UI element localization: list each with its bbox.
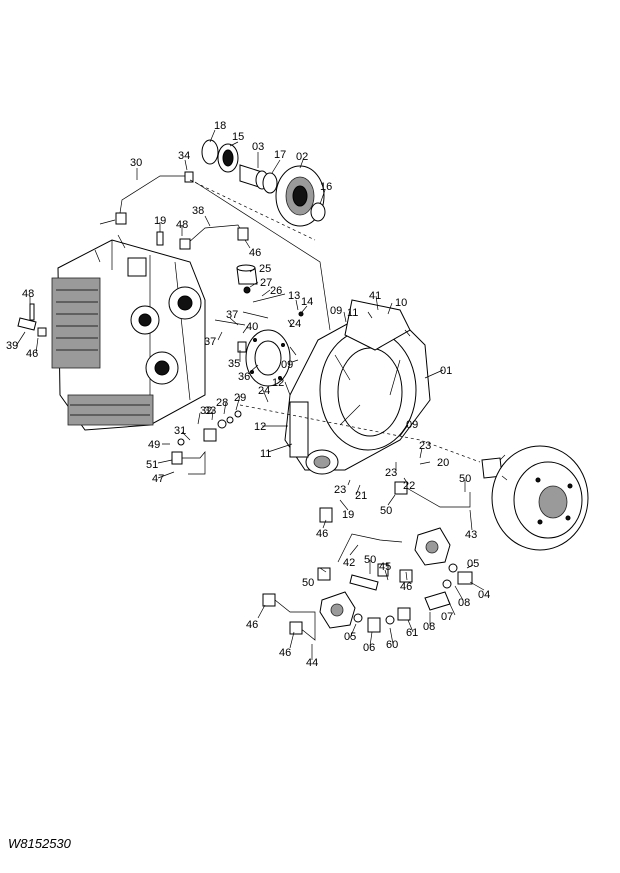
- part-label: 37: [204, 336, 216, 348]
- part-label: 48: [176, 219, 188, 231]
- part-label: 12: [254, 421, 266, 433]
- part-label: 42: [343, 557, 355, 569]
- part-label: 23: [419, 440, 431, 452]
- part-label: 61: [406, 627, 418, 639]
- part-label: 32: [200, 405, 212, 417]
- part-label: 14: [301, 296, 313, 308]
- part-label: 09: [330, 305, 342, 317]
- part-label: 11: [347, 307, 358, 319]
- part-label: 41: [369, 290, 381, 302]
- part-label: 37: [226, 309, 238, 321]
- part-label: 46: [400, 581, 412, 593]
- part-label: 01: [440, 365, 452, 377]
- part-label: 06: [363, 642, 375, 654]
- part-label: 35: [228, 358, 240, 370]
- part-label: 05: [344, 631, 356, 643]
- part-label: 16: [320, 181, 332, 193]
- part-label: 04: [478, 589, 490, 601]
- part-label: 08: [423, 621, 435, 633]
- part-label: 20: [437, 457, 449, 469]
- valve-assemblies: [319, 527, 451, 629]
- part-label: 02: [296, 151, 308, 163]
- pipe-44: [262, 593, 316, 641]
- part-label: 31: [174, 425, 186, 437]
- part-label: 12: [272, 377, 284, 389]
- part-label: 36: [238, 371, 250, 383]
- part-label: 40: [246, 321, 258, 333]
- part-label: 46: [246, 619, 258, 631]
- part-label: 50: [380, 505, 392, 517]
- part-label: 24: [258, 385, 270, 397]
- leader-lines: [15, 129, 485, 660]
- part-label: 19: [342, 509, 354, 521]
- transmission-assembly: [51, 234, 206, 431]
- part-labels: 18 15 03 17 02 16 30 34 19 48 38 46 25 2…: [6, 120, 490, 669]
- part-label: 11: [260, 448, 271, 460]
- part-label: 49: [148, 439, 160, 451]
- part-label: 60: [386, 639, 398, 651]
- gasket-36: [245, 329, 291, 387]
- part-label: 43: [465, 529, 477, 541]
- part-label: 26: [270, 285, 282, 297]
- part-label: 05: [467, 558, 479, 570]
- part-label: 39: [6, 340, 18, 352]
- part-label: 47: [152, 473, 164, 485]
- part-label: 07: [441, 611, 453, 623]
- part-label: 44: [306, 657, 318, 669]
- part-label: 50: [459, 473, 471, 485]
- pipe-43: [394, 481, 471, 508]
- part-label: 10: [395, 297, 407, 309]
- part-label: 23: [385, 467, 397, 479]
- part-label: 13: [288, 290, 300, 302]
- part-label: 50: [364, 554, 376, 566]
- part-label: 45: [379, 561, 391, 573]
- part-label: 46: [316, 528, 328, 540]
- part-label: 08: [458, 597, 470, 609]
- part-label: 30: [130, 157, 142, 169]
- seal-25: [236, 264, 258, 285]
- part-label: 33: [204, 405, 216, 417]
- part-label: 50: [302, 577, 314, 589]
- part-label: 09: [406, 419, 418, 431]
- part-label: 34: [178, 150, 190, 162]
- output-shaft-flange: [481, 445, 589, 551]
- part-label: 38: [192, 205, 204, 217]
- part-label: 23: [334, 484, 346, 496]
- pipe-30: [115, 171, 194, 225]
- part-label: 46: [249, 247, 261, 259]
- part-label: 09: [281, 359, 293, 371]
- part-label: 21: [355, 490, 367, 502]
- pipe-38: [179, 224, 249, 250]
- part-label: 03: [252, 141, 264, 153]
- part-label: 22: [403, 480, 415, 492]
- part-label: 18: [214, 120, 226, 132]
- part-label: 25: [259, 263, 271, 275]
- housing-01: [284, 299, 431, 475]
- part-label: 15: [232, 131, 244, 143]
- part-label: 51: [146, 459, 158, 471]
- gear-stack: [194, 139, 331, 331]
- part-label: 29: [234, 392, 246, 404]
- lower-fittings: [317, 563, 473, 633]
- part-label: 28: [216, 397, 228, 409]
- part-label: 24: [289, 318, 301, 330]
- small-fittings: [17, 231, 164, 337]
- pipe-47: [171, 410, 242, 475]
- pipe-42: [319, 507, 403, 563]
- part-label: 48: [22, 288, 34, 300]
- drawing-code: W8152530: [8, 836, 71, 851]
- part-label: 46: [26, 348, 38, 360]
- part-label: 27: [260, 277, 272, 289]
- part-label: 19: [154, 215, 166, 227]
- part-label: 46: [279, 647, 291, 659]
- part-label: 17: [274, 149, 286, 161]
